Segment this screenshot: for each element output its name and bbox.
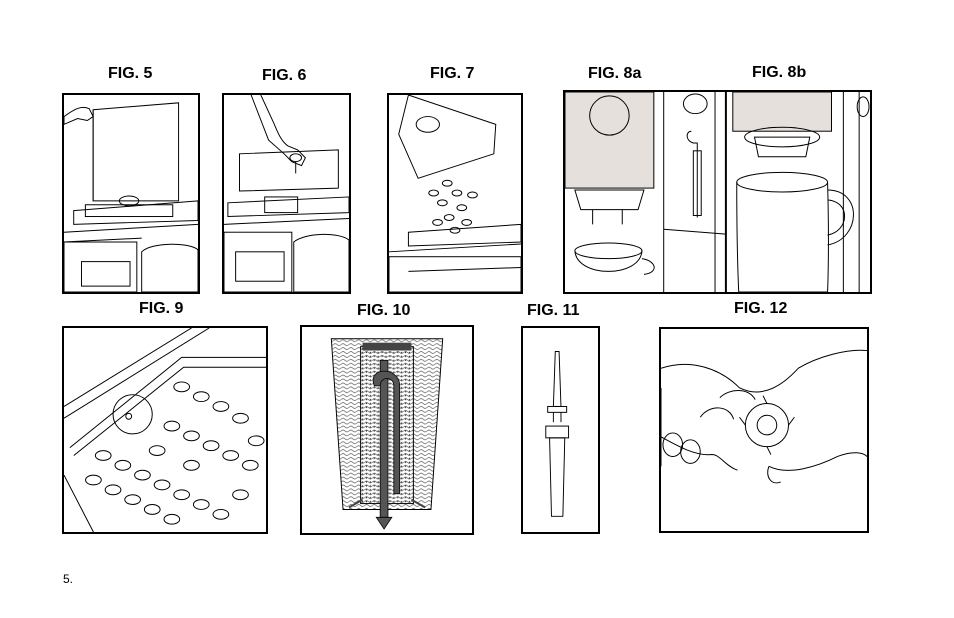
fig-9-label: FIG. 9 (139, 300, 184, 317)
fig-9-illustration (62, 326, 268, 534)
fig-7-illustration (387, 93, 523, 294)
fig-5-label: FIG. 5 (108, 65, 153, 82)
fig-10-illustration (300, 325, 474, 535)
fig-8a-label: FIG. 8a (588, 65, 642, 82)
fig-11-illustration (521, 326, 600, 534)
fig-7-label: FIG. 7 (430, 65, 475, 82)
fig-12-label: FIG. 12 (734, 300, 788, 317)
fig-6-label: FIG. 6 (262, 67, 307, 84)
page-number: 5. (63, 572, 74, 586)
fig-11-label: FIG. 11 (527, 302, 580, 319)
fig-12-illustration (659, 327, 869, 533)
fig-10-label: FIG. 10 (357, 302, 411, 319)
fig-5-illustration (62, 93, 200, 294)
fig-8b-label: FIG. 8b (752, 64, 807, 81)
fig-6-illustration (222, 93, 351, 294)
fig-8-illustration (563, 90, 872, 294)
